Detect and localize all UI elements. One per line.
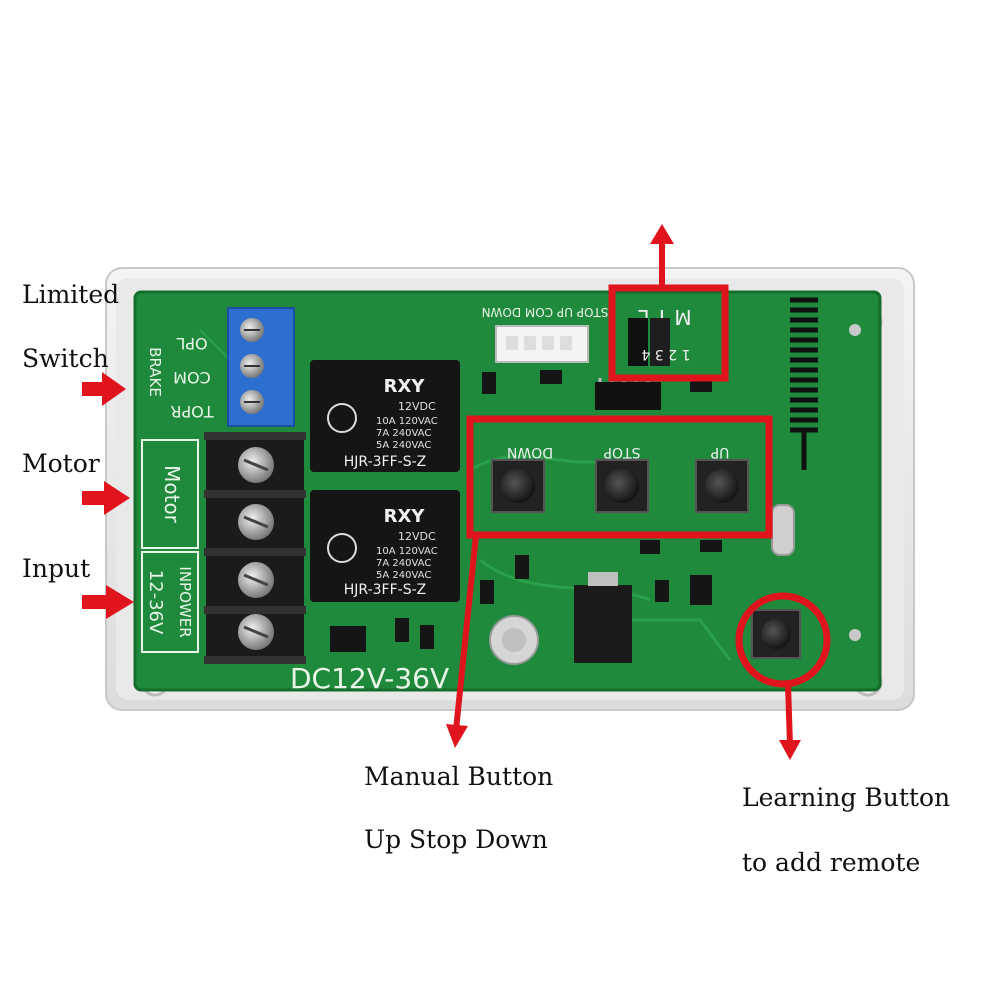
jumper-highlight-box	[608, 284, 729, 382]
svg-text:STOP: STOP	[604, 444, 641, 460]
motor-arrow	[82, 481, 130, 515]
power-motor-terminal	[204, 432, 306, 664]
svg-text:12VDC: 12VDC	[398, 400, 436, 413]
manual-button-annotation-line2: Up Stop Down	[364, 825, 548, 854]
board-silkscreen-left: OPL COM TOPR BRAKE Motor 12-36V INPOWER	[141, 334, 215, 653]
learning-button	[751, 609, 801, 659]
learning-arrow	[785, 683, 793, 746]
small-components	[330, 370, 722, 652]
input-voltage-label: 12-36V	[145, 570, 166, 635]
svg-text:DOWN: DOWN	[507, 444, 553, 460]
brake-label: BRAKE	[146, 347, 164, 397]
svg-text:RXY: RXY	[384, 376, 426, 397]
voltage-label: DC12V-36V	[290, 662, 449, 695]
connector-label: STOP UP COM DOWN	[482, 305, 609, 319]
svg-text:10A 120VAC: 10A 120VAC	[376, 546, 438, 557]
input-annotation: Input	[22, 554, 91, 583]
motor-label: Motor	[160, 465, 184, 524]
learning-button-annotation-line2: to add remote	[742, 848, 921, 877]
limit-terminal-label: OPL	[176, 334, 207, 353]
voltage-regulator	[574, 572, 632, 663]
manual-buttons: DOWN STOP UP	[491, 444, 749, 513]
limited-switch-arrow	[82, 372, 126, 406]
limit-terminal-label: COM	[173, 368, 211, 387]
svg-text:UP: UP	[711, 444, 730, 460]
relay-2: RXY 12VDC 10A 120VAC 7A 240VAC 5A 240VAC…	[310, 490, 460, 602]
switch-label: Switch	[22, 344, 109, 373]
svg-text:10A 120VAC: 10A 120VAC	[376, 416, 438, 427]
learning-button-highlight	[735, 592, 831, 688]
motor-annotation: Motor	[22, 449, 100, 478]
white-connector: STOP UP COM DOWN	[482, 305, 609, 363]
svg-text:HJR-3FF-S-Z: HJR-3FF-S-Z	[344, 454, 426, 470]
antenna-coil	[790, 297, 818, 470]
manual-buttons-highlight-box	[466, 415, 773, 539]
svg-text:12VDC: 12VDC	[398, 530, 436, 543]
jumper-numbers: 1 2 3 4	[641, 346, 690, 362]
jumper-block: M T L 1 2 3 4	[628, 305, 692, 366]
svg-text:HJR-3FF-S-Z: HJR-3FF-S-Z	[344, 582, 426, 598]
input-power-label: INPOWER	[176, 566, 194, 637]
input-arrow	[82, 585, 134, 619]
manual-arrow	[453, 534, 479, 731]
capacitor	[489, 615, 539, 665]
learning-button-annotation-line1: Learning Button	[742, 783, 951, 812]
limit-terminal-label: TOPR	[170, 402, 214, 421]
svg-text:7A 240VAC: 7A 240VAC	[376, 558, 431, 569]
limited-label: Limited	[22, 280, 120, 309]
svg-text:5A 240VAC: 5A 240VAC	[376, 440, 431, 451]
svg-text:7A 240VAC: 7A 240VAC	[376, 428, 431, 439]
svg-text:RXY: RXY	[384, 506, 426, 527]
manual-button-annotation-line1: Manual Button	[364, 762, 554, 791]
svg-text:5A 240VAC: 5A 240VAC	[376, 570, 431, 581]
limit-switch-terminal	[227, 307, 295, 427]
relay-1: RXY 12VDC 10A 120VAC 7A 240VAC 5A 240VAC…	[310, 360, 460, 472]
ic-chip	[595, 378, 661, 410]
